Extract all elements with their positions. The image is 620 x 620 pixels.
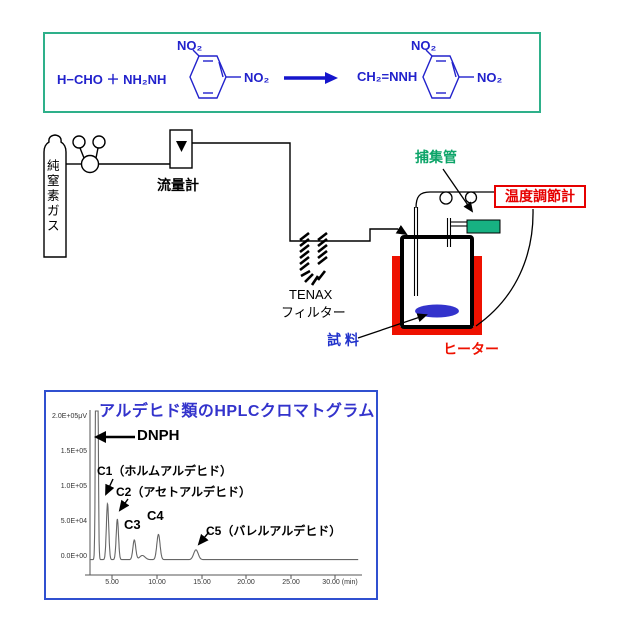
chromatogram-trace [90,410,359,561]
tenax-filter [299,231,328,286]
y-tick-label: 5.0E+04 [60,518,87,525]
x-axis-ticks [111,575,336,579]
chromatogram-frame [44,390,378,600]
product-no2-top-label: NO₂ [411,38,437,53]
capture-tube [466,219,501,234]
x-tick-label: 5.00 [105,579,119,586]
reactant-formula: H−CHO ＋ NH₂NH [57,72,167,87]
tenax-filter-label-line2: フィルター [281,305,346,320]
chromatogram-plot [85,410,362,579]
chart-title: アルデヒド類のHPLCクロマトグラム [99,403,375,420]
y-tick-label: 1.0E+05 [60,483,87,490]
nitrogen-cylinder-label: 純窒素ガス [47,159,60,233]
peak-label-dnph: DNPH [137,427,180,444]
reaction-scheme-bonds [189,49,474,99]
dnph-arrow [94,431,135,443]
product-no2-side-label: NO₂ [477,70,503,85]
y-tick-label: 2.0E+05μV [52,413,87,420]
peak-label-c3: C3 [124,517,141,532]
regulator-valve [80,154,100,174]
reaction-arrow [284,72,338,84]
reactant-no2-top-label: NO₂ [177,38,203,53]
x-tick-label: 30.00 (min) [322,579,358,586]
flowmeter-label: 流量計 [157,177,199,193]
y-tick-label: 0.0E+00 [60,553,87,560]
peak-label-c4: C4 [147,508,164,523]
sample-liquid [415,304,459,318]
x-tick-label: 25.00 [282,579,300,586]
gas-cylinder [43,134,67,258]
heater-label: ヒーター [443,341,499,357]
x-tick-label: 20.00 [237,579,255,586]
product-formula: CH₂=NNH [357,69,418,84]
sample-label: 試 料 [327,332,359,348]
peak-label-c5: C5（バレルアルデヒド） [206,524,342,538]
y-tick-label: 1.5E+05 [60,448,87,455]
reaction-scheme-box [43,32,541,113]
x-tick-label: 10.00 [148,579,166,586]
reactant-no2-side-label: NO₂ [244,70,270,85]
peak-label-c2: C2（アセトアルデヒド） [116,485,251,499]
tenax-filter-label-line1: TENAX [289,287,333,302]
apparatus-diagram [43,129,534,339]
heater [392,256,482,335]
temp-controller-box: 温度調節計 [494,185,586,208]
x-tick-label: 15.00 [193,579,211,586]
peak-label-c1: C1（ホルムアルデヒド） [97,464,232,478]
peak-arrows [105,478,210,546]
vessel [400,235,474,329]
capture-tube-label: 捕集管 [415,149,457,165]
